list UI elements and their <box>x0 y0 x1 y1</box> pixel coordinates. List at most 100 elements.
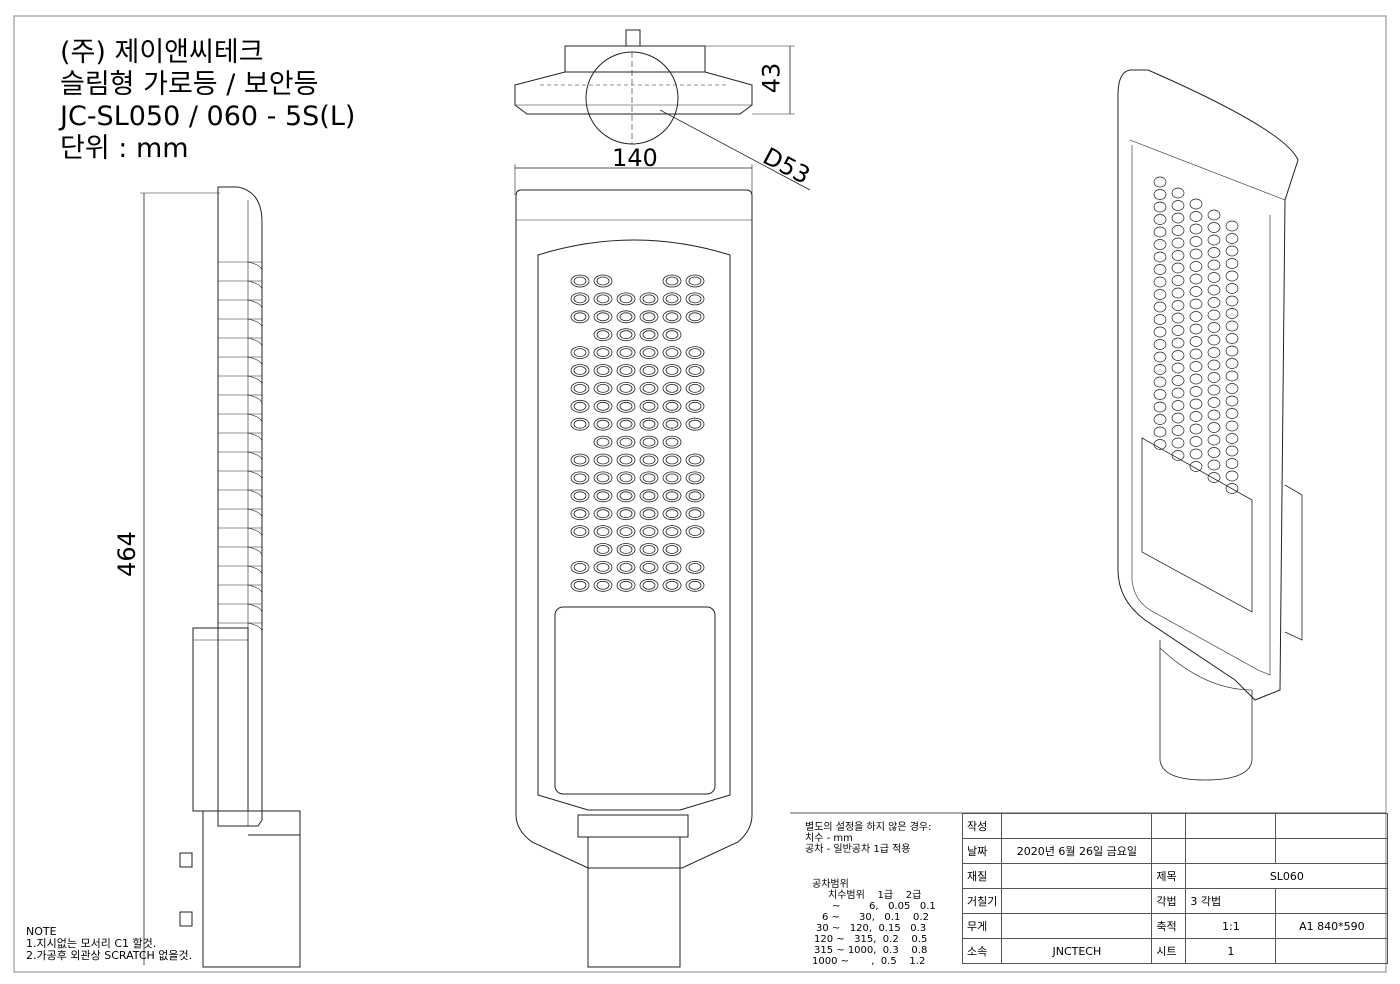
iso-led <box>1225 233 1239 244</box>
side-fin-curve <box>247 622 263 633</box>
led-lens <box>665 473 679 483</box>
title-value: SL060 <box>1185 863 1389 889</box>
led-lens <box>619 527 633 536</box>
iso-led <box>1171 212 1185 224</box>
led-lens <box>642 312 656 322</box>
led-lens <box>619 294 633 304</box>
side-fin-curve <box>247 546 263 557</box>
led-module <box>662 578 682 592</box>
author-label: 작성 <box>961 813 1003 839</box>
led-module <box>662 310 682 324</box>
led-module <box>616 507 636 521</box>
side-fin-curve <box>247 375 263 386</box>
led-module <box>593 274 613 288</box>
side-fin-curve <box>247 565 263 576</box>
side-fin-curve <box>247 413 263 424</box>
roughness-label: 거칠기 <box>961 888 1003 914</box>
iso-led <box>1207 372 1221 383</box>
led-module <box>639 578 659 592</box>
led-lens <box>665 383 679 393</box>
angle-value: 3 각법 <box>1185 888 1277 914</box>
spec-line-2: 치수 - mm <box>805 833 853 844</box>
iso-led <box>1171 250 1185 261</box>
iso-led <box>1189 211 1203 222</box>
led-module <box>570 274 590 288</box>
iso-led <box>1189 286 1203 297</box>
iso-led <box>1189 198 1203 210</box>
iso-led <box>1171 425 1185 436</box>
iso-led <box>1207 222 1221 233</box>
iso-led <box>1225 420 1239 432</box>
iso-led <box>1153 289 1167 300</box>
iso-led <box>1153 226 1167 238</box>
company-title: (주) 제이앤씨테크 <box>60 37 264 68</box>
led-module <box>685 471 705 485</box>
led-lens <box>665 401 679 411</box>
iso-led <box>1189 248 1203 260</box>
side-fin-curve <box>247 337 263 348</box>
iso-led <box>1189 298 1203 310</box>
iso-led <box>1171 400 1185 411</box>
iso-led <box>1153 414 1167 425</box>
iso-led <box>1207 259 1221 271</box>
side-fin-curve <box>247 603 263 614</box>
iso-led <box>1171 187 1185 199</box>
led-lens <box>573 563 587 572</box>
iso-led <box>1153 189 1167 200</box>
side-view <box>140 186 301 968</box>
led-lens <box>596 419 610 429</box>
led-module <box>570 525 590 538</box>
led-module <box>639 435 659 449</box>
iso-led <box>1171 262 1185 274</box>
iso-led <box>1153 314 1167 325</box>
led-lens <box>596 455 610 465</box>
led-lens <box>596 527 610 536</box>
led-lens <box>665 563 679 572</box>
led-lens <box>642 401 656 411</box>
iso-led <box>1207 322 1221 333</box>
led-module <box>593 292 613 306</box>
led-module <box>662 292 682 306</box>
led-lens <box>642 437 656 447</box>
led-module <box>616 435 636 449</box>
iso-led <box>1171 437 1185 449</box>
led-lens <box>688 527 702 536</box>
led-lens <box>688 383 702 393</box>
led-lens <box>665 276 679 286</box>
led-lens <box>573 580 587 590</box>
led-module <box>639 543 659 556</box>
iso-led <box>1171 275 1185 286</box>
led-lens <box>619 437 633 447</box>
side-fin-curve <box>247 394 263 405</box>
iso-led <box>1189 323 1203 335</box>
led-lens <box>642 509 656 519</box>
led-lens <box>596 509 610 519</box>
led-lens <box>619 563 633 572</box>
led-module <box>639 489 659 503</box>
iso-led <box>1225 308 1239 319</box>
iso-view <box>1117 69 1303 781</box>
led-lens <box>596 294 610 304</box>
led-lens <box>573 401 587 411</box>
led-lens <box>665 348 679 358</box>
led-lens <box>619 348 633 358</box>
note-heading: NOTE <box>26 925 57 938</box>
iso-led <box>1189 273 1203 285</box>
led-module <box>616 489 636 503</box>
led-lens <box>642 366 656 375</box>
led-lens <box>596 366 610 375</box>
led-module <box>593 525 613 538</box>
angle-label: 각법 <box>1151 888 1187 914</box>
led-module <box>616 328 636 342</box>
led-lens <box>665 437 679 447</box>
led-module <box>616 543 636 556</box>
iso-led <box>1153 364 1167 375</box>
tolerance-row: 6 ~ 30, 0.1 0.2 <box>822 912 929 923</box>
led-module <box>662 435 682 449</box>
led-module <box>616 381 636 395</box>
spec-line-1: 별도의 설정을 하지 않은 경우: <box>805 822 932 833</box>
iso-led <box>1207 384 1221 396</box>
side-fin-curve <box>247 280 263 291</box>
iso-led <box>1225 370 1239 382</box>
led-lens <box>665 419 679 429</box>
